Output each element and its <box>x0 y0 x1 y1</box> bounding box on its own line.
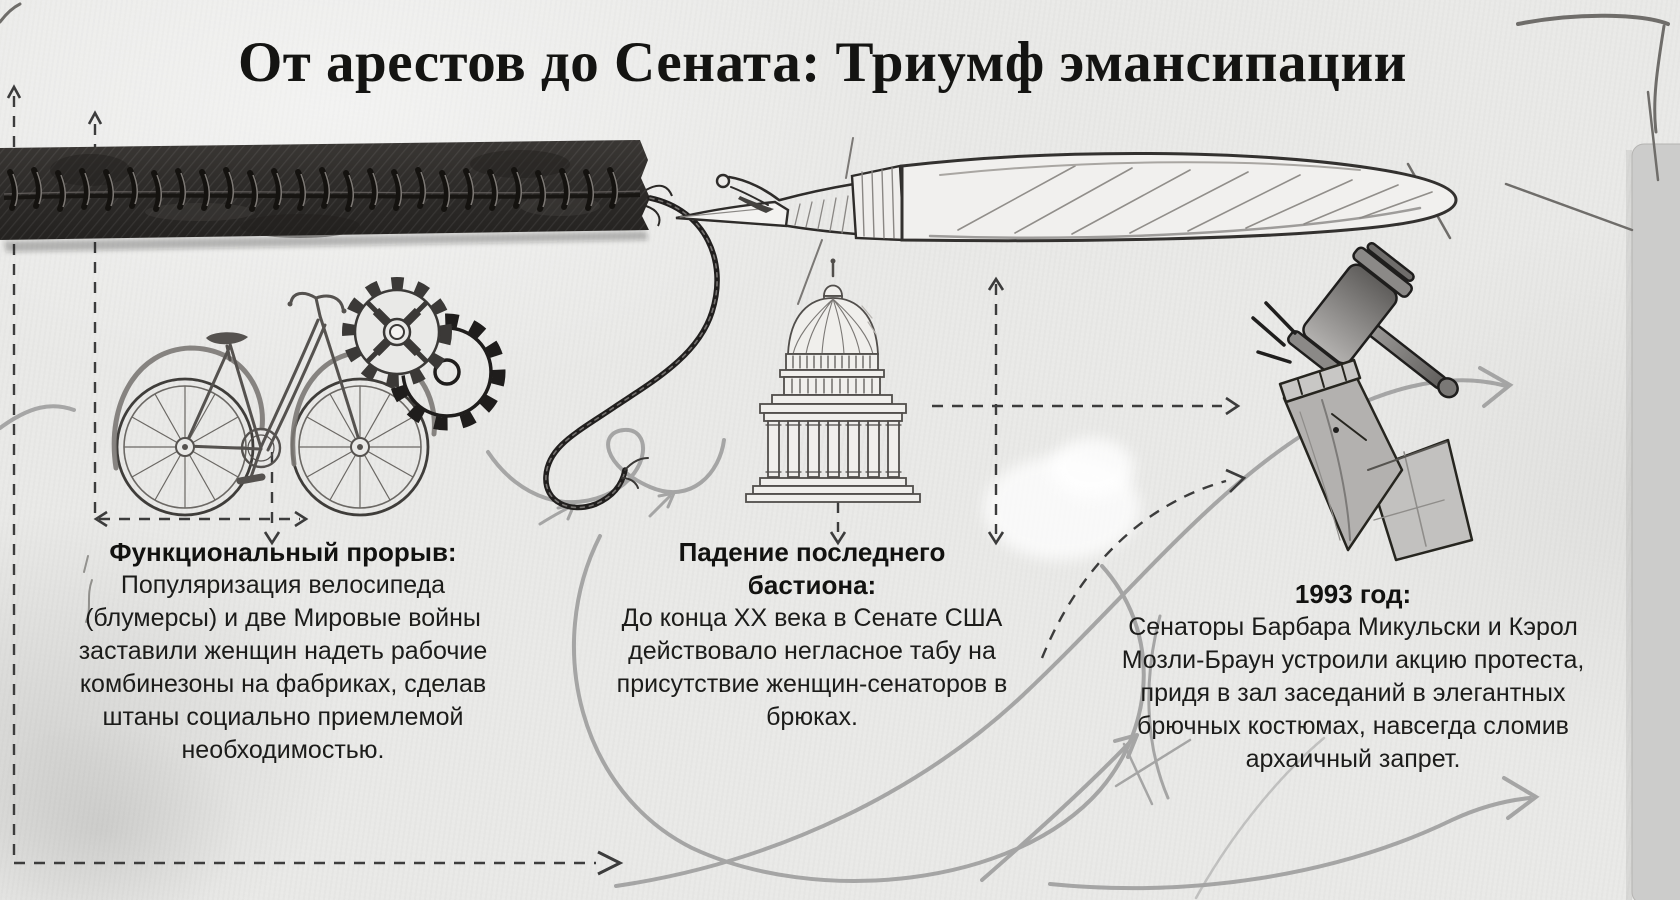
section-1993-body: Сенаторы Барбара Микульски и Кэрол Мозли… <box>1121 613 1585 773</box>
capitol-illustration <box>745 258 921 503</box>
right-paper-band <box>1626 143 1680 900</box>
corner-pencil-scribbles <box>0 2 1670 623</box>
section-bastion: Падение последнего бастиона: До конца XX… <box>592 536 1032 734</box>
pencil-swoosh-arrows <box>0 366 1540 900</box>
gears-illustration <box>342 277 506 431</box>
unraveling-thread <box>543 195 720 511</box>
gavel-illustration <box>1251 241 1459 399</box>
section-breakthrough-body: Популяризация велосипеда (блумерсы) и дв… <box>78 571 488 764</box>
section-bastion-body: До конца XX века в Сенате США действовал… <box>616 604 1008 731</box>
section-1993: 1993 год: Сенаторы Барбара Микульски и К… <box>1118 578 1588 776</box>
seam-ripper-illustration <box>675 137 1458 305</box>
section-breakthrough: Функциональный прорыв: Популяризация вел… <box>58 536 508 767</box>
section-1993-heading: 1993 год: <box>1294 579 1412 609</box>
stitched-fabric-strip <box>0 140 673 252</box>
dashed-guide-lines <box>6 84 1247 876</box>
section-breakthrough-heading: Функциональный прорыв: <box>109 537 457 567</box>
trousers-illustration <box>1278 358 1474 562</box>
bicycle-illustration <box>111 291 437 517</box>
paper-glare <box>572 183 1140 560</box>
section-bastion-heading: Падение последнего бастиона: <box>678 537 946 600</box>
page-title: От арестов до Сената: Триумф эмансипации <box>237 31 1408 94</box>
